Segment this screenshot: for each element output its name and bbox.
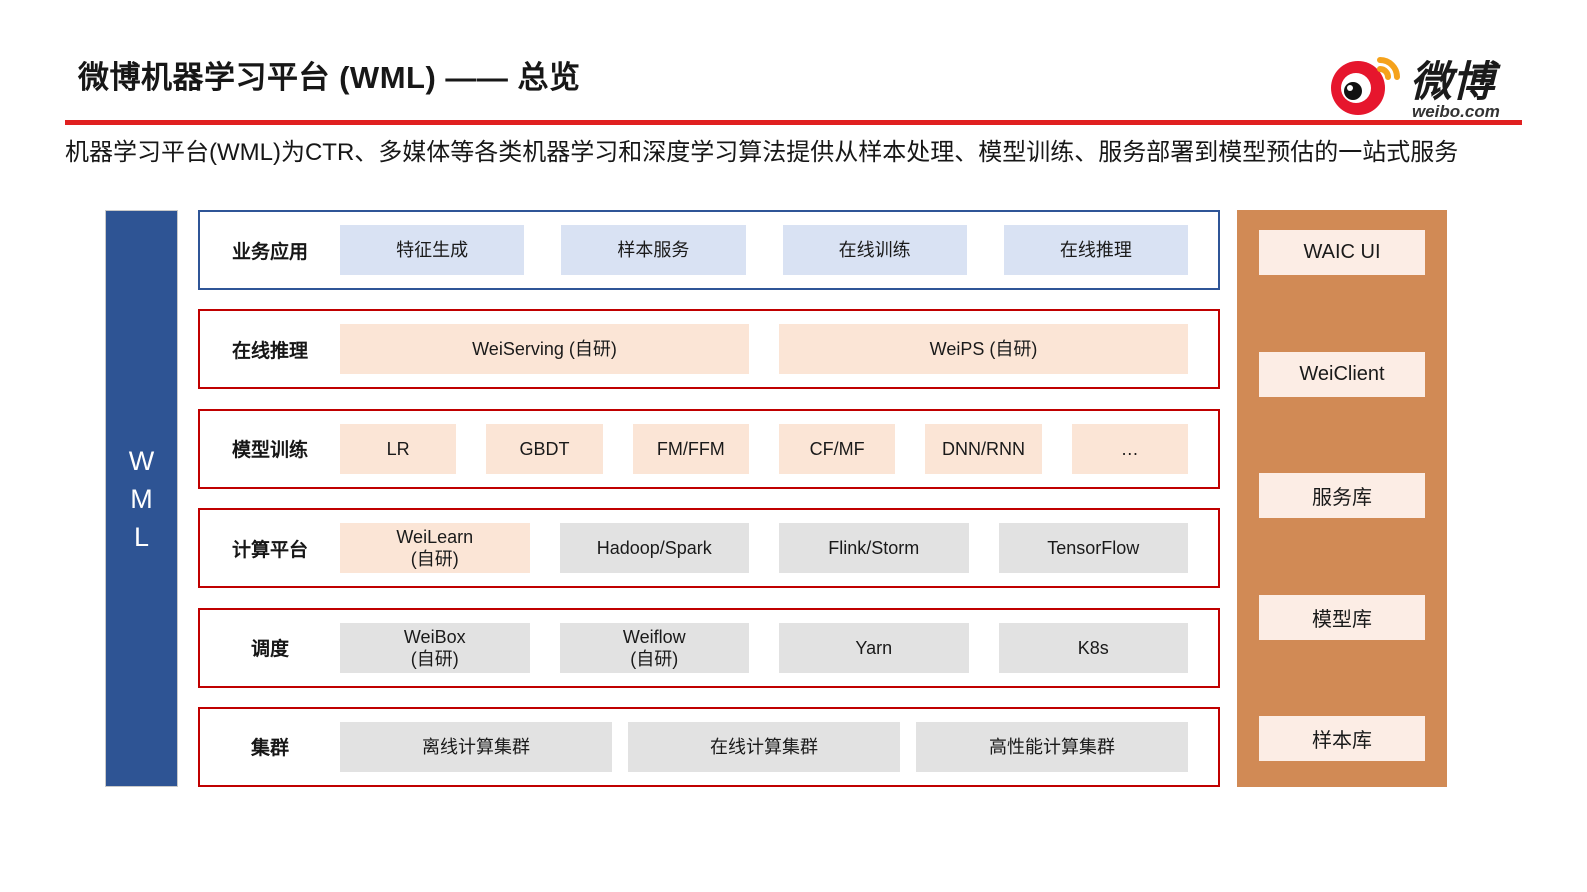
component-box: TensorFlow	[998, 523, 1188, 574]
component-box: 高性能计算集群	[916, 721, 1188, 772]
row-label: 业务应用	[231, 241, 308, 263]
layer-row-online-inference: 在线推理 WeiServing (自研) WeiPS (自研)	[198, 309, 1220, 390]
row-boxes: WeiLearn (自研) Hadoop/Spark Flink/Storm T…	[340, 523, 1218, 574]
service-box: WAIC UI	[1259, 230, 1425, 275]
service-box: 样本库	[1259, 716, 1425, 761]
component-box: 在线训练	[782, 225, 967, 275]
service-box: 模型库	[1259, 594, 1425, 640]
logo-domain-text: weibo.com	[1412, 102, 1500, 121]
service-box: 服务库	[1259, 473, 1425, 518]
page-title: 微博机器学习平台 (WML) —— 总览	[78, 60, 581, 95]
row-label: 调度	[250, 639, 289, 661]
weibo-eye-icon: 微博 weibo.com	[1331, 57, 1501, 121]
wml-letter: L	[133, 521, 150, 552]
component-box: 在线推理	[1003, 225, 1188, 275]
layer-row-compute-platform: 计算平台 WeiLearn (自研) Hadoop/Spark Flink/St…	[198, 508, 1220, 589]
component-box: GBDT	[486, 423, 603, 474]
component-box: K8s	[998, 622, 1188, 673]
row-label: 模型训练	[231, 440, 308, 462]
component-box: …	[1071, 423, 1188, 474]
row-boxes: 离线计算集群 在线计算集群 高性能计算集群	[340, 721, 1218, 772]
component-box: WeiLearn (自研)	[340, 523, 530, 574]
component-box: LR	[340, 423, 457, 474]
component-box: FM/FFM	[632, 423, 749, 474]
component-box: DNN/RNN	[925, 423, 1042, 474]
row-boxes: WeiServing (自研) WeiPS (自研)	[340, 324, 1218, 375]
weibo-logo: 微博 weibo.com	[1322, 38, 1522, 122]
component-box: WeiBox (自研)	[340, 622, 530, 673]
component-box: Hadoop/Spark	[559, 523, 749, 574]
component-box: 特征生成	[340, 225, 525, 275]
layer-row-clusters: 集群 离线计算集群 在线计算集群 高性能计算集群	[198, 706, 1220, 787]
layer-row-business-apps: 业务应用 特征生成 样本服务 在线训练 在线推理	[198, 210, 1220, 290]
right-services-bar: WAIC UI WeiClient 服务库 模型库 样本库	[1237, 210, 1447, 787]
logo-brand-text: 微博	[1410, 58, 1501, 105]
component-box: WeiPS (自研)	[779, 324, 1188, 375]
component-box: Yarn	[779, 622, 969, 673]
row-label: 在线推理	[231, 340, 308, 362]
service-box: WeiClient	[1259, 351, 1425, 397]
architecture-layers: 业务应用 特征生成 样本服务 在线训练 在线推理 在线推理 WeiServing…	[198, 210, 1220, 787]
component-box: 离线计算集群	[340, 721, 612, 772]
component-box: Flink/Storm	[779, 523, 969, 574]
row-label: 计算平台	[231, 539, 308, 561]
row-boxes: WeiBox (自研) Weiflow (自研) Yarn K8s	[340, 622, 1218, 673]
component-box: Weiflow (自研)	[559, 622, 749, 673]
row-label: 集群	[250, 738, 289, 760]
row-boxes: LR GBDT FM/FFM CF/MF DNN/RNN …	[340, 423, 1218, 474]
wml-left-bar: W M L	[105, 210, 178, 787]
platform-description: 机器学习平台(WML)为CTR、多媒体等各类机器学习和深度学习算法提供从样本处理…	[65, 139, 1459, 166]
layer-row-model-training: 模型训练 LR GBDT FM/FFM CF/MF DNN/RNN …	[198, 408, 1220, 489]
component-box: 样本服务	[561, 225, 746, 275]
component-box: CF/MF	[778, 423, 896, 474]
component-box: WeiServing (自研)	[340, 324, 749, 375]
red-divider-line	[65, 120, 1522, 125]
wml-letter: M	[130, 483, 153, 514]
wml-letter: W	[128, 445, 155, 476]
row-boxes: 特征生成 样本服务 在线训练 在线推理	[340, 225, 1218, 275]
layer-row-scheduling: 调度 WeiBox (自研) Weiflow (自研) Yarn K8s	[198, 607, 1220, 688]
component-box: 在线计算集群	[628, 721, 900, 772]
